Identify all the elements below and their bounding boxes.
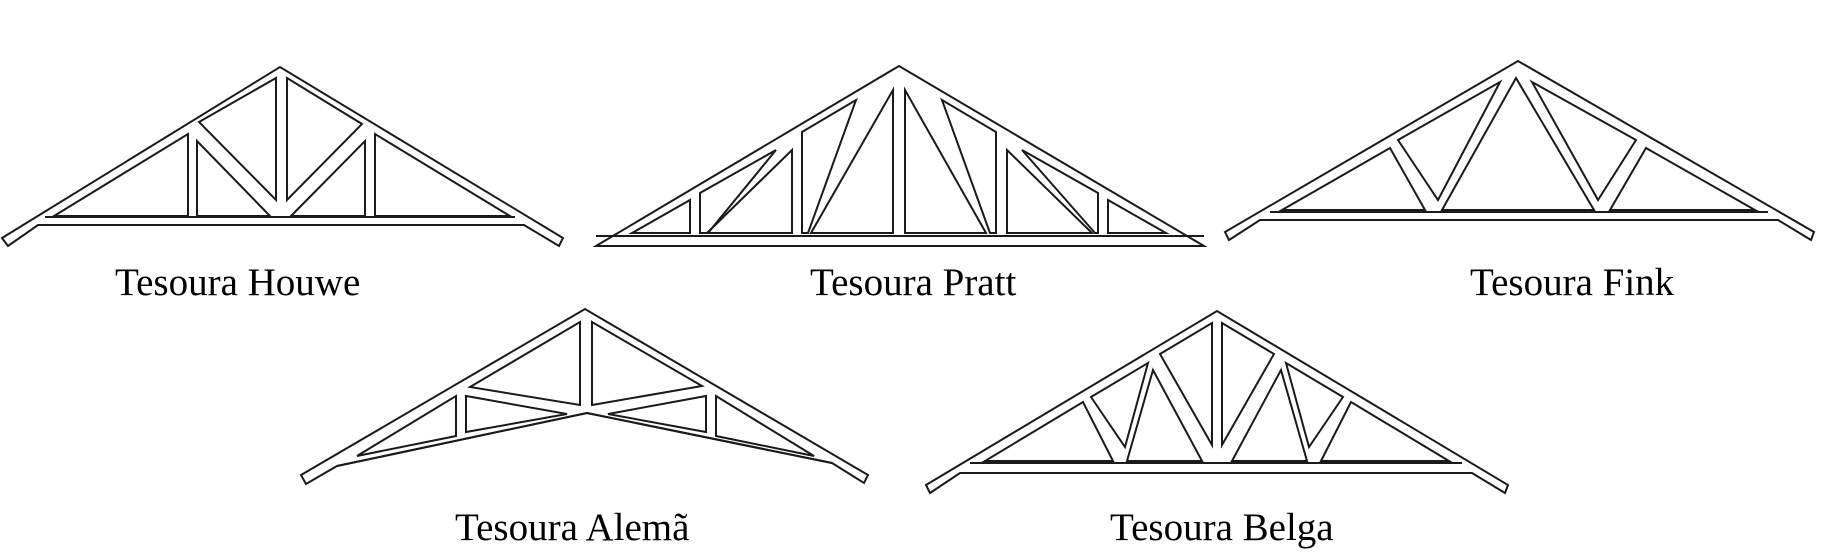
belga-panel [1319,400,1453,462]
houwe-truss-drawing [0,65,565,248]
belga-truss-drawing [924,309,1510,495]
belga-panel [981,400,1115,462]
caption-fink: Tesoura Fink [1470,261,1675,304]
alema-panel [715,394,815,457]
houwe-outer-outline [0,65,565,248]
caption-alema: Tesoura Alemã [455,506,690,549]
pratt-panel [1107,198,1170,234]
houwe-panel [196,138,273,217]
belga-panel [1284,360,1345,450]
pratt-truss-drawing [592,64,1208,247]
alema-panel [465,394,568,434]
fink-panel [1529,79,1638,202]
alema-panel [591,320,705,407]
belga-outer-outline [924,309,1510,495]
alema-panel [356,394,457,457]
houwe-panel [50,132,189,217]
belga-panel [1158,321,1213,449]
pratt-panel [809,86,894,234]
pratt-panel [628,198,691,234]
fink-panel [1278,146,1427,211]
pratt-outer-outline [592,64,1208,247]
belga-panel [1089,360,1150,450]
alema-panel [467,320,581,407]
fink-truss-drawing [1223,59,1816,242]
fink-panel [1396,79,1503,202]
belga-panel [1125,367,1204,462]
fink-panel [1608,146,1759,211]
alema-outer-outline [299,307,870,486]
caption-houwe: Tesoura Houwe [115,261,361,304]
houwe-panel [288,138,366,217]
caption-belga: Tesoura Belga [1110,506,1334,549]
alema-truss-drawing [299,307,870,486]
pratt-panel [940,97,997,234]
belga-panel [1230,367,1309,462]
pratt-panel [1006,147,1095,234]
fink-panel [1440,75,1596,211]
caption-pratt: Tesoura Pratt [810,261,1017,304]
pratt-panel [1021,149,1099,234]
pratt-panel [801,97,858,234]
pratt-panel [904,86,988,234]
pratt-panel [704,147,793,234]
houwe-panel [374,132,514,217]
houwe-panel [286,76,364,203]
fink-outer-outline [1223,59,1816,242]
alema-panel [607,394,707,434]
pratt-panel [699,149,777,234]
houwe-panel [197,76,277,203]
belga-panel [1221,321,1276,449]
